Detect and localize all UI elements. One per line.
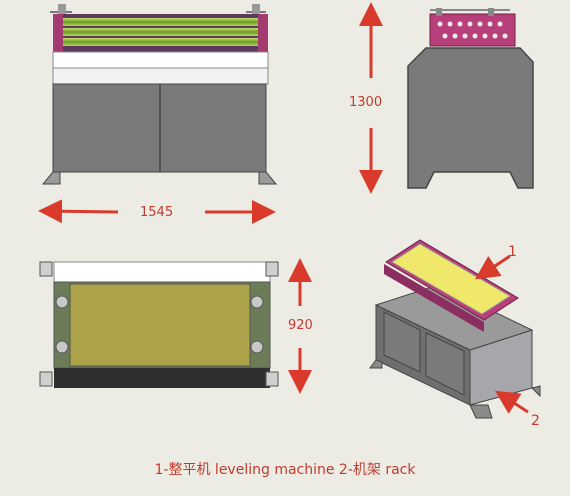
top-gear-bl [55, 340, 69, 354]
front-view [41, 4, 278, 185]
front-table [52, 51, 269, 69]
front-handwheel-left [58, 4, 66, 14]
figure-caption: 1-整平机 leveling machine 2-机架 rack [154, 462, 416, 478]
front-roller-1 [60, 18, 260, 26]
width-dimension-label: 1545 [140, 205, 174, 220]
callout-arrow-1 [475, 254, 511, 280]
front-leg-left [41, 171, 61, 185]
front-handwheel-right [252, 4, 260, 14]
callout-arrow-2 [494, 390, 529, 414]
side-handwheel-left [436, 8, 442, 16]
top-gear-br [250, 340, 264, 354]
front-roller-right-end [258, 14, 268, 52]
callout-number-1: 1 [508, 244, 517, 260]
front-leg-right [258, 171, 278, 185]
side-handwheel-right [488, 8, 494, 16]
top-gear-tl [55, 295, 69, 309]
isometric-view [369, 239, 541, 419]
front-roller-3 [60, 38, 260, 46]
iso-yellow-plate [391, 243, 511, 315]
top-bottom-bar [54, 368, 270, 388]
top-gear-tr [250, 295, 264, 309]
front-roller-left-end [53, 14, 63, 52]
top-table [53, 261, 271, 283]
front-roller-2 [60, 28, 260, 36]
top-view [39, 261, 279, 388]
height-dimension-label: 1300 [349, 95, 383, 110]
depth-dimension-label: 920 [288, 318, 313, 333]
side-leveler-head [429, 13, 516, 47]
side-frame [407, 47, 534, 189]
top-plate [69, 283, 251, 367]
width-arrow-left [38, 199, 119, 224]
side-view [407, 8, 534, 189]
callout-number-2: 2 [531, 413, 540, 429]
